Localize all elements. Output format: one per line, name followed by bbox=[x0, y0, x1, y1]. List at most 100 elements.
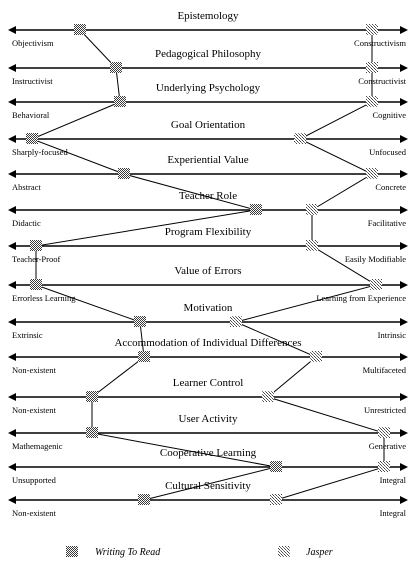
right-pole-label: Integral bbox=[380, 475, 407, 485]
left-pole-label: Objectivism bbox=[12, 38, 54, 48]
jasper-marker bbox=[378, 461, 390, 472]
writing-to-read-marker bbox=[118, 168, 130, 179]
right-pole-label: Multifaceted bbox=[363, 365, 407, 375]
dimension-title: Motivation bbox=[184, 302, 233, 314]
left-arrowhead bbox=[8, 281, 16, 289]
jasper-profile-line bbox=[234, 30, 385, 501]
dimension-title: Accommodation of Individual Differences bbox=[114, 337, 301, 349]
jasper-marker bbox=[366, 24, 378, 35]
writing-to-read-marker bbox=[30, 279, 42, 290]
right-pole-label: Unfocused bbox=[369, 147, 407, 157]
dimension-title: Cooperative Learning bbox=[160, 447, 257, 459]
writing-to-read-marker bbox=[86, 427, 98, 438]
right-arrowhead bbox=[400, 64, 408, 72]
left-arrowhead bbox=[8, 242, 16, 250]
dimension-title: Pedagogical Philosophy bbox=[155, 48, 262, 60]
dimension-title: Program Flexibility bbox=[165, 226, 252, 238]
writing-to-read-marker bbox=[138, 351, 150, 362]
right-arrowhead bbox=[400, 242, 408, 250]
left-arrowhead bbox=[8, 496, 16, 504]
dimension-title: Value of Errors bbox=[174, 265, 241, 277]
right-arrowhead bbox=[400, 170, 408, 178]
left-arrowhead bbox=[8, 429, 16, 437]
left-arrowhead bbox=[8, 135, 16, 143]
writing-to-read-marker bbox=[110, 62, 122, 73]
left-arrowhead bbox=[8, 206, 16, 214]
jasper-marker bbox=[370, 279, 382, 290]
writing-to-read-marker bbox=[134, 316, 146, 327]
left-pole-label: Non-existent bbox=[12, 365, 57, 375]
legend-jasper-label: Jasper bbox=[306, 547, 333, 558]
right-pole-label: Facilitative bbox=[368, 218, 406, 228]
right-arrowhead bbox=[400, 206, 408, 214]
right-arrowhead bbox=[400, 496, 408, 504]
writing-to-read-marker bbox=[138, 494, 150, 505]
dimension-title: Learner Control bbox=[173, 377, 244, 389]
right-arrowhead bbox=[400, 353, 408, 361]
legend: Writing To Read Jasper bbox=[66, 546, 333, 558]
writing-to-read-marker bbox=[26, 133, 38, 144]
jasper-marker bbox=[294, 133, 306, 144]
writing-to-read-marker bbox=[74, 24, 86, 35]
right-pole-label: Concrete bbox=[375, 182, 406, 192]
left-pole-label: Non-existent bbox=[12, 508, 57, 518]
jasper-marker bbox=[366, 62, 378, 73]
right-arrowhead bbox=[400, 98, 408, 106]
jasper-marker bbox=[306, 204, 318, 215]
left-pole-label: Non-existent bbox=[12, 405, 57, 415]
right-pole-label: Generative bbox=[369, 441, 407, 451]
left-arrowhead bbox=[8, 26, 16, 34]
dimension-title: Underlying Psychology bbox=[156, 82, 261, 94]
jasper-marker bbox=[366, 168, 378, 179]
jasper-marker bbox=[262, 391, 274, 402]
right-arrowhead bbox=[400, 281, 408, 289]
left-pole-label: Extrinsic bbox=[12, 330, 43, 340]
right-pole-label: Intrinsic bbox=[378, 330, 407, 340]
writing-to-read-marker bbox=[30, 240, 42, 251]
left-pole-label: Sharply-focused bbox=[12, 147, 68, 157]
right-arrowhead bbox=[400, 393, 408, 401]
dimension-title: Cultural Sensitivity bbox=[165, 480, 251, 492]
right-pole-label: Learning from Experience bbox=[316, 293, 406, 303]
left-arrowhead bbox=[8, 318, 16, 326]
dimension-title: Experiential Value bbox=[167, 154, 248, 166]
left-arrowhead bbox=[8, 353, 16, 361]
writing-to-read-marker bbox=[270, 461, 282, 472]
left-pole-label: Unsupported bbox=[12, 475, 57, 485]
jasper-polyline bbox=[234, 30, 385, 501]
right-arrowhead bbox=[400, 429, 408, 437]
jasper-marker bbox=[270, 494, 282, 505]
left-pole-label: Abstract bbox=[12, 182, 41, 192]
left-arrowhead bbox=[8, 170, 16, 178]
right-pole-label: Cognitive bbox=[372, 110, 406, 120]
right-pole-label: Constructivism bbox=[354, 38, 406, 48]
right-pole-label: Integral bbox=[380, 508, 407, 518]
right-arrowhead bbox=[400, 135, 408, 143]
dimension-title: Goal Orientation bbox=[171, 119, 246, 131]
left-pole-label: Behavioral bbox=[12, 110, 50, 120]
dimension-title: User Activity bbox=[179, 413, 238, 425]
left-pole-label: Mathemagenic bbox=[12, 441, 63, 451]
right-arrowhead bbox=[400, 463, 408, 471]
right-pole-label: Easily Modifiable bbox=[345, 254, 406, 264]
dimension-title: Epistemology bbox=[177, 10, 239, 22]
left-arrowhead bbox=[8, 98, 16, 106]
left-arrowhead bbox=[8, 64, 16, 72]
left-pole-label: Didactic bbox=[12, 218, 41, 228]
left-pole-label: Instructivist bbox=[12, 76, 53, 86]
legend-jasper-swatch bbox=[278, 546, 290, 557]
legend-writing-to-read-label: Writing To Read bbox=[95, 547, 161, 558]
jasper-marker bbox=[310, 351, 322, 362]
